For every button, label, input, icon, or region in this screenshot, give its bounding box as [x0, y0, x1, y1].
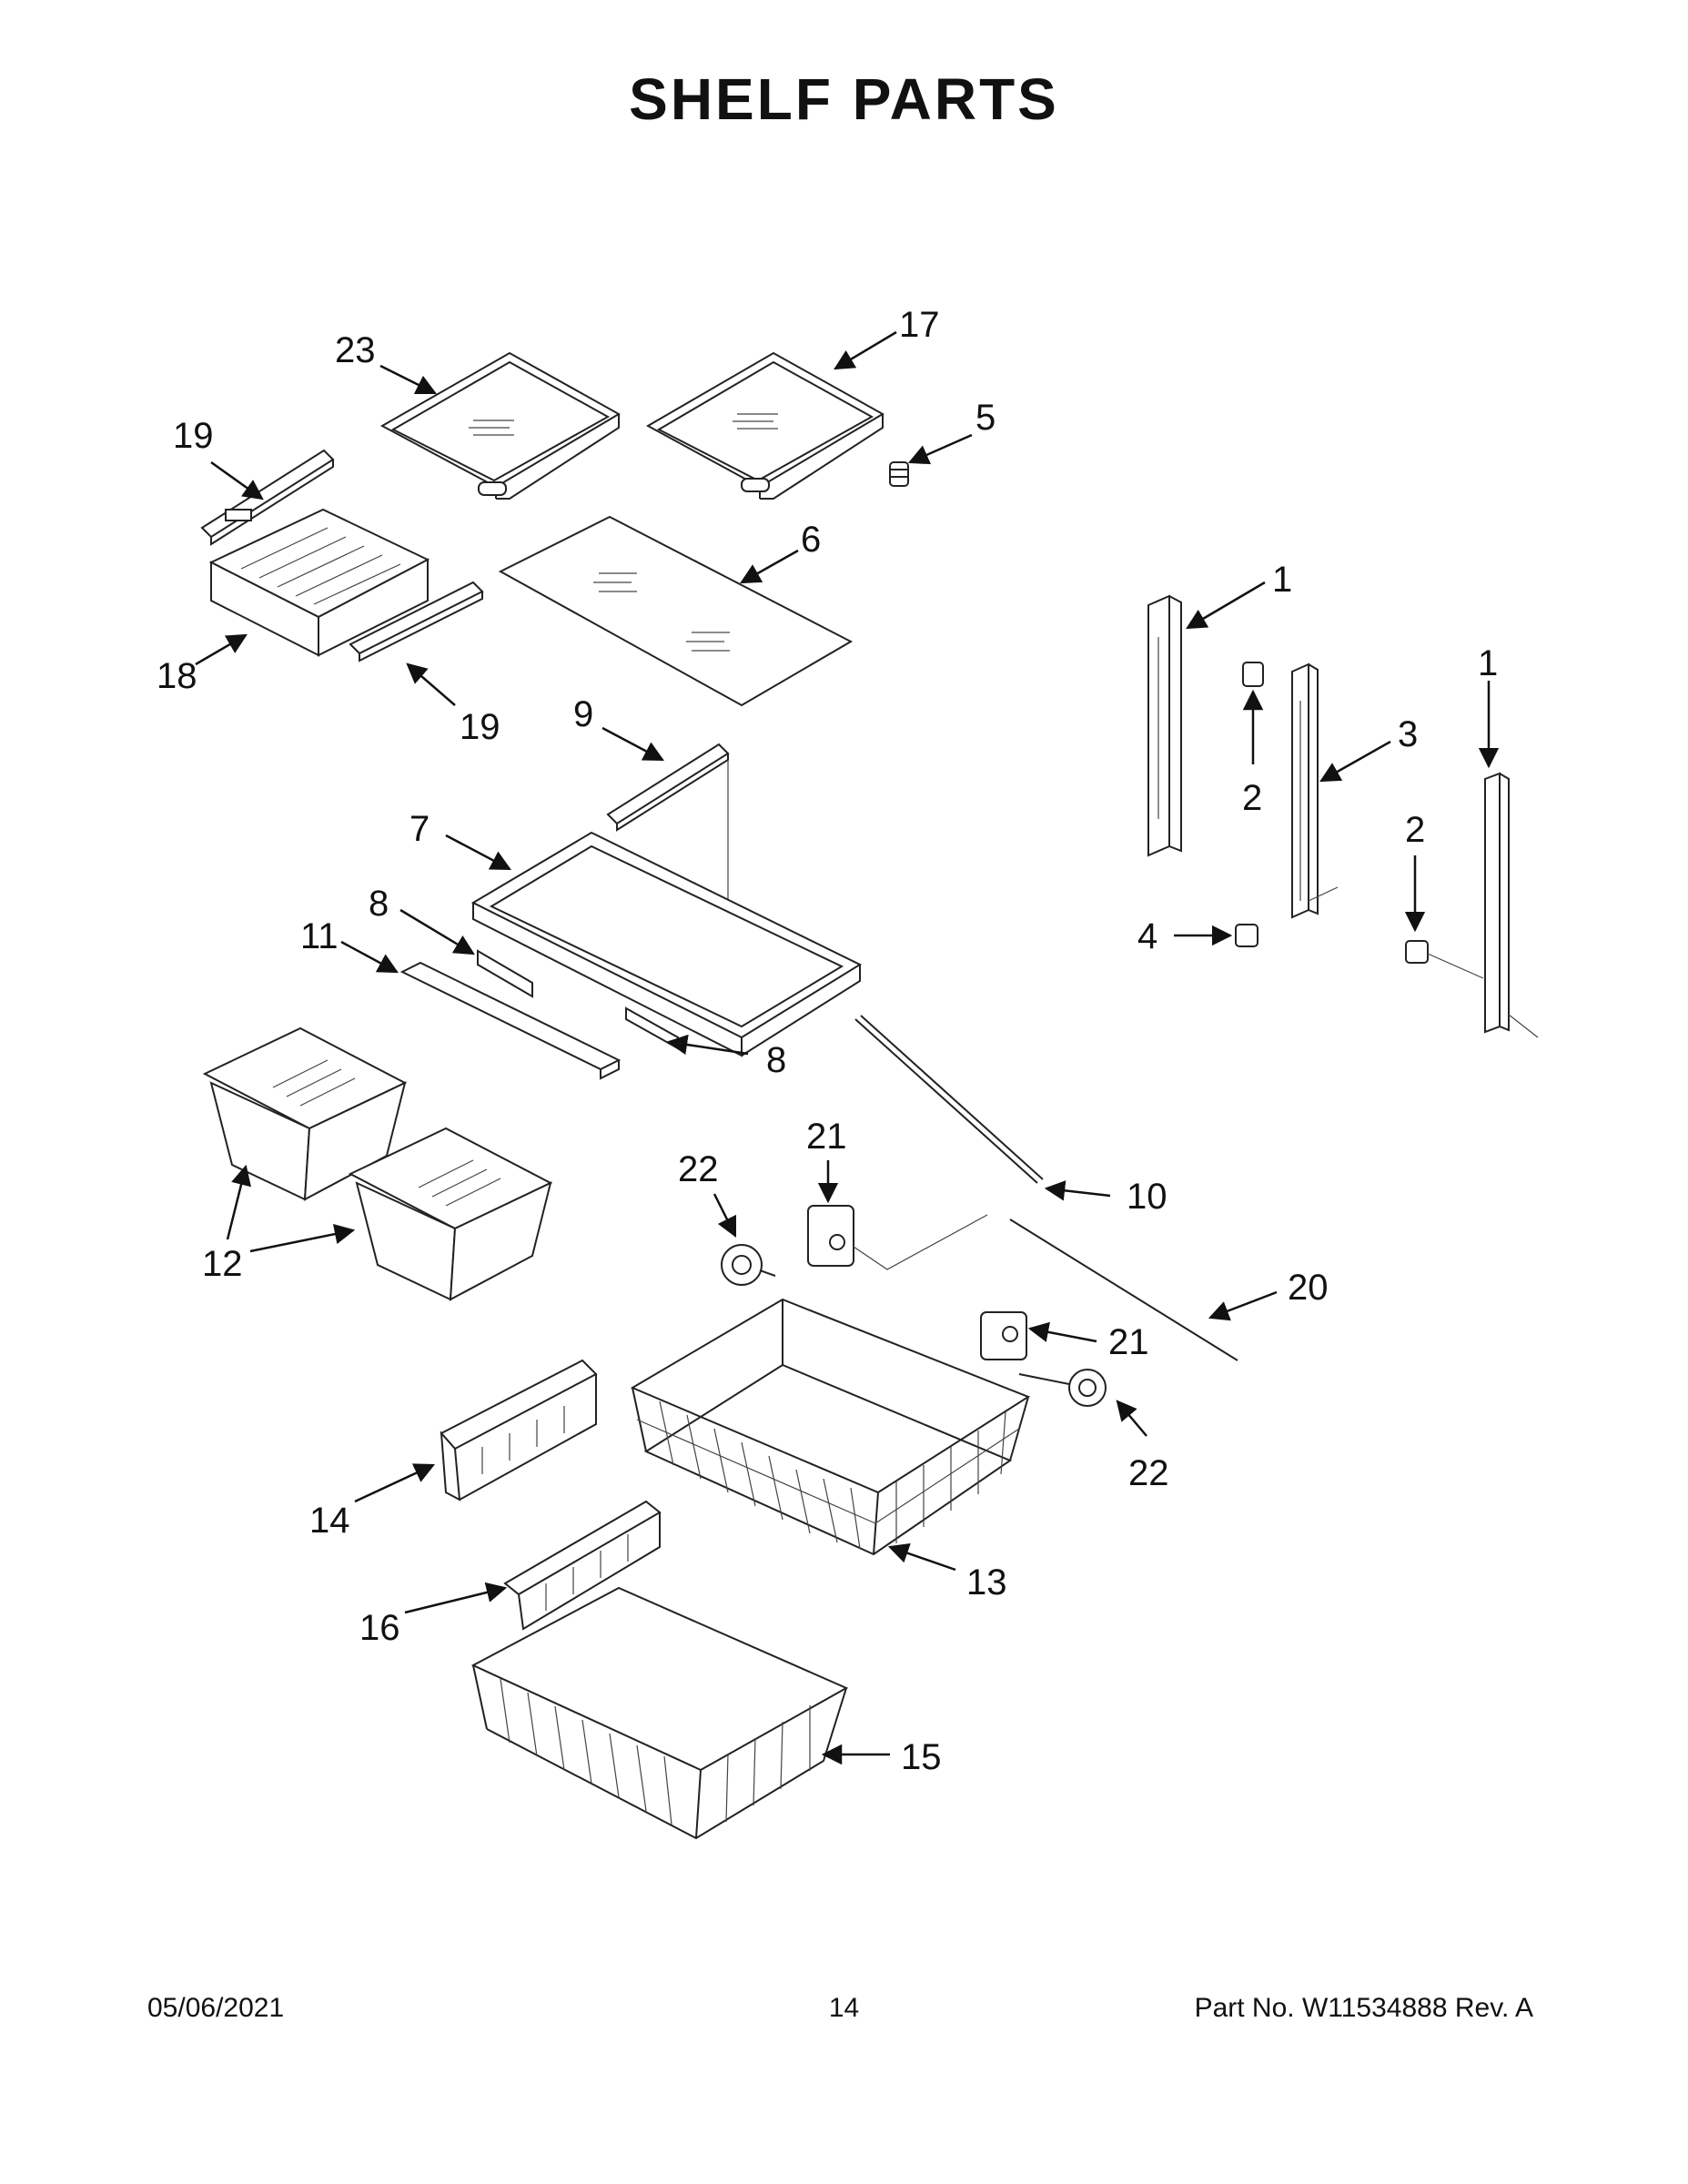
part-2-screw-lower	[1405, 940, 1484, 979]
callout-18: 18	[157, 656, 197, 696]
part-19-rail-lower	[349, 581, 484, 662]
callout-6: 6	[801, 520, 821, 560]
footer-part-number: Part No. W11534888 Rev. A	[1194, 1993, 1533, 2023]
part-6-glass-shelf	[498, 515, 854, 707]
part-13-wire-basket	[630, 1298, 1031, 1556]
callout-16: 16	[359, 1608, 400, 1648]
callout-7: 7	[409, 809, 430, 849]
part-3-rail	[1291, 662, 1339, 919]
part-20-rod	[1009, 1218, 1238, 1361]
callout-20: 20	[1288, 1268, 1329, 1308]
callout-3: 3	[1398, 714, 1418, 754]
part-1-rail-left	[1147, 594, 1182, 857]
part-8-bracket-upper	[477, 949, 533, 998]
part-21-bracket-upper	[807, 1205, 988, 1270]
part-15-wire-basket	[470, 1586, 849, 1840]
callout-12: 12	[202, 1244, 243, 1284]
callout-2-upper: 2	[1242, 778, 1262, 818]
callout-8-lower: 8	[766, 1040, 786, 1080]
callout-22-upper: 22	[678, 1149, 719, 1189]
callout-23: 23	[335, 330, 376, 370]
part-1-rail-right	[1484, 772, 1539, 1038]
callout-4: 4	[1137, 916, 1157, 956]
callout-1-left: 1	[1272, 560, 1292, 600]
part-19-rail-upper	[200, 449, 335, 546]
part-23-shelf	[379, 351, 622, 500]
page-title: SHELF PARTS	[629, 66, 1059, 132]
callout-21-lower: 21	[1108, 1322, 1149, 1362]
leader-lines	[195, 330, 1500, 1765]
part-14-divider	[440, 1359, 598, 1502]
callout-1-right: 1	[1478, 643, 1498, 683]
callout-2-lower: 2	[1405, 810, 1425, 850]
part-21-bracket-lower	[980, 1311, 1027, 1360]
callout-15: 15	[901, 1737, 942, 1777]
part-11-trim-strip	[399, 961, 622, 1080]
part-22-gear-upper	[721, 1244, 776, 1286]
part-18-drawer	[208, 508, 430, 657]
footer-page-number: 14	[828, 1993, 860, 2023]
part-16-divider	[503, 1500, 662, 1631]
callout-13: 13	[966, 1562, 1007, 1603]
callout-labels: 23 17 5 19 6 18 19 1 1 3 2 2 4 9 7 8 11 …	[157, 305, 1498, 1777]
footer-date: 05/06/2021	[147, 1993, 285, 2023]
callout-19-upper: 19	[173, 416, 214, 456]
callout-14: 14	[309, 1501, 350, 1541]
part-17-shelf	[645, 351, 885, 500]
callout-10: 10	[1127, 1177, 1167, 1217]
part-10-rod	[854, 1015, 1044, 1184]
part-4-screw	[1235, 924, 1258, 947]
callout-22-lower: 22	[1128, 1453, 1169, 1493]
callout-17: 17	[899, 305, 940, 345]
part-7-shelf-frame	[470, 831, 863, 1057]
callout-19-lower: 19	[460, 707, 500, 747]
callout-5: 5	[975, 398, 996, 438]
part-2-screw-upper	[1242, 662, 1264, 687]
part-22-gear-lower	[1018, 1369, 1107, 1407]
part-12-bin-right	[348, 1127, 553, 1301]
callout-9: 9	[573, 694, 593, 734]
callout-11: 11	[300, 916, 339, 956]
callout-8-upper: 8	[369, 884, 389, 924]
callout-21-upper: 21	[806, 1117, 847, 1157]
part-5-screw	[889, 461, 909, 487]
part-9-rail	[606, 743, 730, 901]
